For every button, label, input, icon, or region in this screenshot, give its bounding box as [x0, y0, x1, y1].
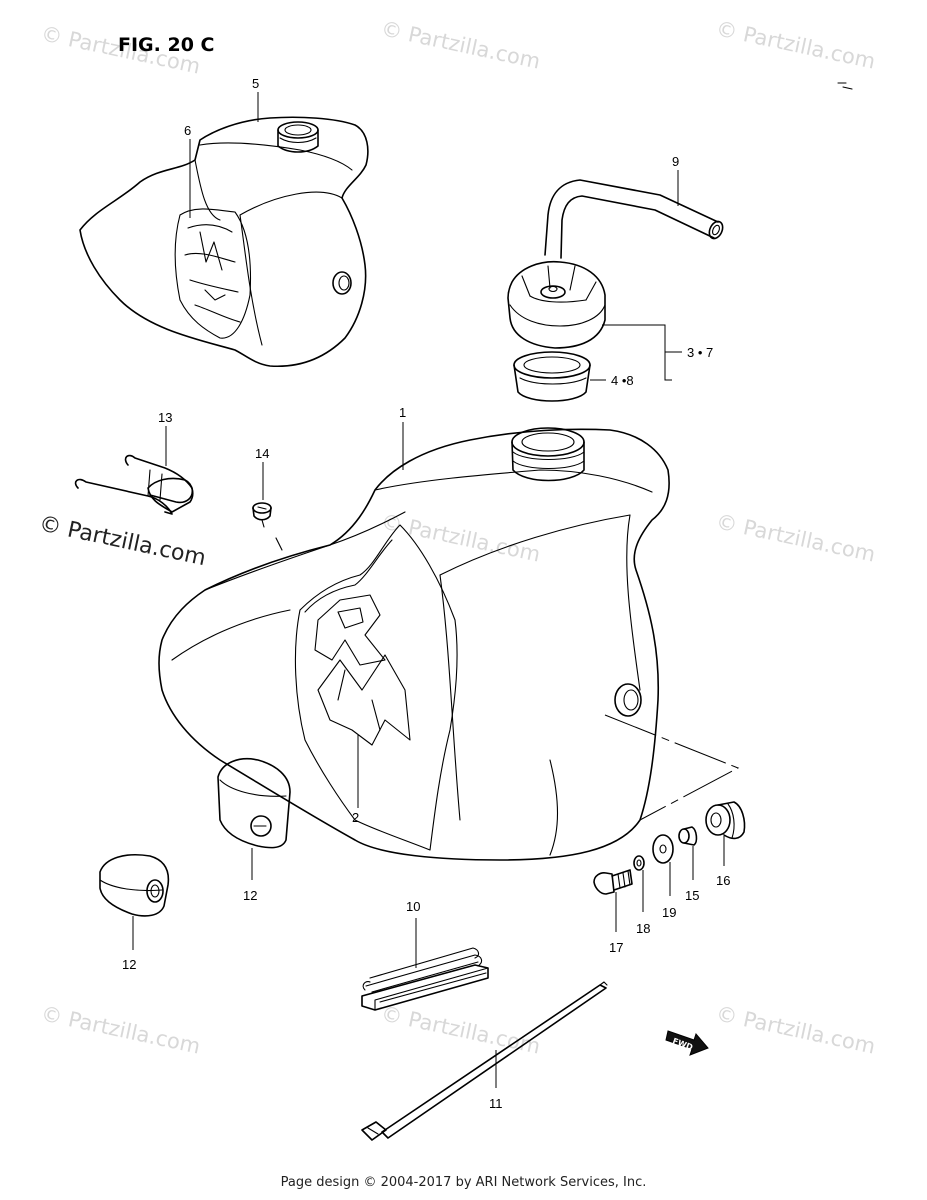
part-11-cable-tie: [361, 981, 608, 1141]
callout-12a: 12: [243, 888, 257, 903]
part-12-cushion-upper: [217, 758, 291, 849]
watermark: © Partzilla.com: [714, 16, 878, 73]
footer-credit: Page design © 2004-2017 by ARI Network S…: [280, 1175, 647, 1190]
part-18-spring-washer: [633, 855, 645, 871]
watermark: © Partzilla.com: [714, 509, 878, 566]
part-12-cushion-lower: [99, 854, 170, 917]
callout-12b: 12: [122, 957, 136, 972]
callout-15: 15: [685, 888, 699, 903]
part-10-rubber-strips: [361, 947, 489, 1011]
figure-title: FIG. 20 C: [118, 34, 214, 56]
watermark-layer: © Partzilla.com © Partzilla.com © Partzi…: [37, 16, 878, 1058]
callout-10: 10: [406, 899, 420, 914]
callout-19: 19: [662, 905, 676, 920]
callout-18: 18: [636, 921, 650, 936]
part-4-cap-gasket: [513, 351, 591, 402]
callout-13: 13: [158, 410, 172, 425]
watermark: © Partzilla.com: [379, 1001, 543, 1058]
watermark-prominent: © Partzilla.com: [37, 511, 208, 571]
callout-2: 2: [352, 810, 359, 825]
callout-17: 17: [609, 940, 623, 955]
callout-16: 16: [716, 873, 730, 888]
callout-6: 6: [184, 123, 191, 138]
assembly-line: [604, 714, 740, 821]
watermark: © Partzilla.com: [714, 1001, 878, 1058]
part-3-fuel-cap: [507, 260, 606, 349]
watermark: © Partzilla.com: [379, 16, 543, 73]
watermark: © Partzilla.com: [379, 509, 543, 566]
callout-3-7: 3 • 7: [687, 345, 713, 360]
callout-11: 11: [489, 1096, 503, 1111]
part-15-collar: [678, 826, 698, 846]
part-13-clip: [74, 454, 194, 515]
fwd-arrow-icon: FWD: [665, 1030, 709, 1056]
part-5-small-tank: [79, 116, 369, 368]
callout-1: 1: [399, 405, 406, 420]
part-1-fuel-tank: [158, 427, 670, 861]
part-19-washer: [652, 834, 674, 864]
watermark: © Partzilla.com: [39, 1001, 203, 1058]
part-14-screw: [252, 502, 272, 528]
callout-14: 14: [255, 446, 269, 461]
part-16-grommet: [705, 801, 746, 840]
callout-4-8: 4 •8: [611, 373, 634, 388]
callout-9: 9: [672, 154, 679, 169]
corner-mark: [837, 82, 853, 90]
part-9-breather-hose: [544, 179, 724, 259]
part-17-bolt: [593, 869, 633, 895]
leader-bracket: [602, 324, 682, 381]
callout-5: 5: [252, 76, 259, 91]
